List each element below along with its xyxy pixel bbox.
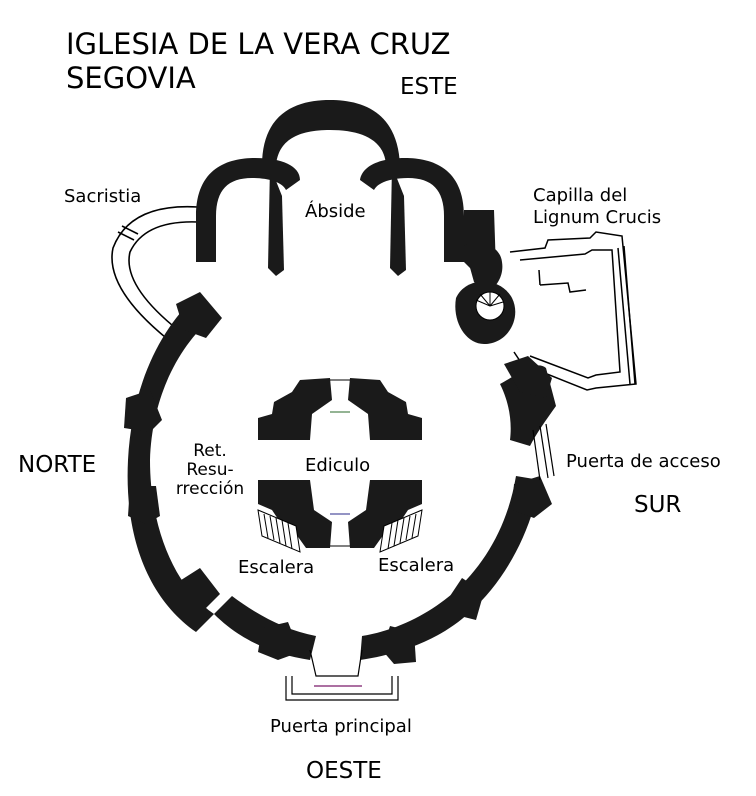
direction-north: NORTE [18, 452, 97, 478]
label-main-door: Puerta principal [270, 716, 412, 737]
direction-west: OESTE [306, 758, 382, 784]
stair-left-hatch [257, 509, 301, 553]
apse-wall [196, 100, 503, 292]
label-retablo-line-1: Ret. [193, 441, 227, 461]
chapel-outline [509, 231, 637, 391]
direction-east: ESTE [400, 74, 458, 100]
label-edicule: Ediculo [305, 455, 371, 476]
label-sacristy: Sacristia [64, 186, 142, 207]
label-chapel-line-1: Capilla del [533, 185, 628, 206]
sacristy-outline [111, 205, 199, 346]
edicule [258, 378, 422, 548]
direction-south: SUR [634, 492, 682, 518]
label-chapel-line-2: Lignum Crucis [533, 207, 662, 228]
west-door-outline [285, 649, 399, 701]
label-access-door: Puerta de acceso [566, 451, 721, 472]
label-retablo-line-2: Resu- [186, 460, 234, 480]
label-apse: Ábside [305, 201, 366, 222]
spiral-staircase [455, 281, 516, 344]
title-line-2: SEGOVIA [66, 61, 196, 95]
south-door-outline [532, 423, 555, 481]
label-stair-right: Escalera [378, 555, 455, 576]
label-stair-left: Escalera [238, 557, 315, 578]
nave-wall [124, 292, 556, 664]
stair-right-hatch [379, 509, 423, 553]
title-line-1: IGLESIA DE LA VERA CRUZ [66, 27, 451, 61]
label-retablo: Ret. Resu- rrección [168, 442, 252, 499]
edicule-details [330, 379, 350, 547]
label-retablo-line-3: rrección [175, 479, 245, 499]
